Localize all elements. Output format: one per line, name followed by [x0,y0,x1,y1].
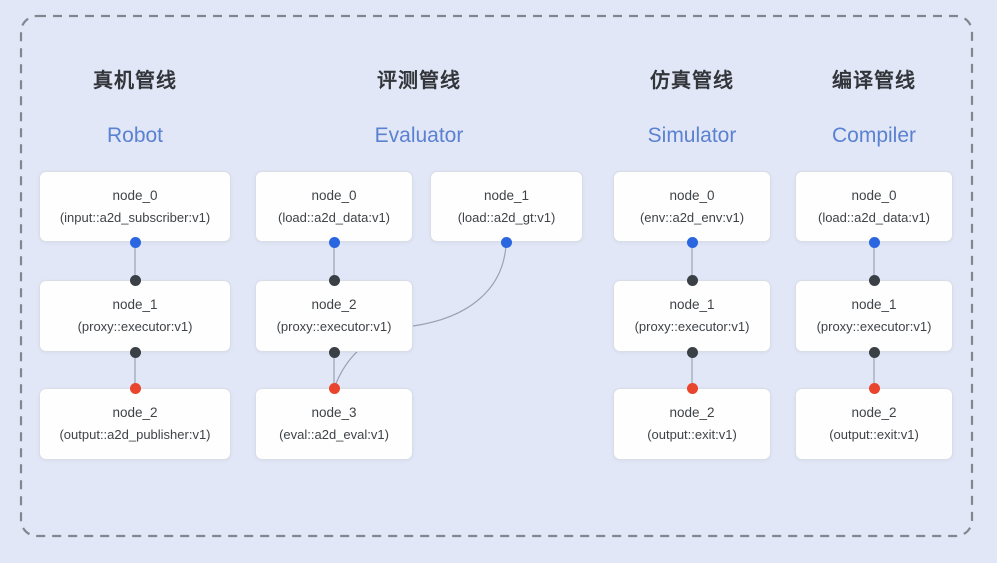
node-type: (proxy::executor:v1) [77,319,193,334]
node-card-robot-node2: node_2 (output::a2d_publisher:v1) [39,388,231,460]
node-card-simulator-node0: node_0 (env::a2d_env:v1) [613,171,771,242]
sink-port-dot [129,382,141,394]
sink-port-dot [328,382,340,394]
node-name: node_0 [851,187,897,203]
node-name: node_2 [851,405,897,420]
node-card-evaluator-node2: node_2 (proxy::executor:v1) [255,280,413,352]
node-name: node_0 [669,187,715,203]
output-port-dot [868,346,880,358]
node-type: (proxy::executor:v1) [276,319,392,334]
input-port-dot [328,274,340,286]
dashed-group-border [19,14,974,538]
node-card-simulator-node1: node_1 (proxy::executor:v1) [613,280,771,352]
output-port-dot [129,346,141,358]
node-type: (input::a2d_subscriber:v1) [59,209,211,225]
pipeline-subtitle-simulator: Simulator [647,124,737,147]
node-name: node_1 [112,297,158,312]
node-name: node_1 [669,297,715,312]
input-port-dot [868,274,880,286]
node-card-evaluator-node3: node_3 (eval::a2d_eval:v1) [255,388,413,460]
node-card-robot-node0: node_0 (input::a2d_subscriber:v1) [39,171,231,242]
node-type: (output::exit:v1) [647,427,737,442]
pipeline-title-simulator: 仿真管线 [650,70,734,92]
node-name: node_0 [311,187,357,203]
node-card-evaluator-node0: node_0 (load::a2d_data:v1) [255,171,413,242]
node-type: (eval::a2d_eval:v1) [279,427,389,442]
node-type: (output::a2d_publisher:v1) [59,427,211,442]
input-port-dot [129,274,141,286]
node-card-evaluator-node1: node_1 (load::a2d_gt:v1) [430,171,583,242]
pipeline-subtitle-compiler: Compiler [831,124,917,147]
node-type: (env::a2d_env:v1) [639,209,745,225]
node-card-compiler-node2: node_2 (output::exit:v1) [795,388,953,460]
output-port-dot [129,236,141,248]
node-type: (output::exit:v1) [829,427,919,442]
node-name: node_2 [311,297,357,312]
node-name: node_2 [112,405,158,420]
node-type: (load::a2d_data:v1) [277,209,391,225]
pipeline-subtitle-evaluator: Evaluator [374,124,464,147]
node-name: node_2 [669,405,715,420]
sink-port-dot [868,382,880,394]
node-name: node_3 [311,405,357,420]
node-card-robot-node1: node_1 (proxy::executor:v1) [39,280,231,352]
node-type: (load::a2d_data:v1) [817,209,931,225]
node-type: (load::a2d_gt:v1) [457,209,556,225]
node-card-compiler-node1: node_1 (proxy::executor:v1) [795,280,953,352]
pipeline-subtitle-robot: Robot [106,124,164,147]
node-name: node_1 [483,187,530,203]
output-port-dot [500,236,512,248]
pipeline-title-evaluator: 评测管线 [377,70,461,92]
pipeline-title-robot: 真机管线 [93,70,177,92]
output-port-dot [686,346,698,358]
pipeline-title-compiler: 编译管线 [832,70,916,92]
output-port-dot [328,346,340,358]
node-name: node_0 [112,187,158,203]
sink-port-dot [686,382,698,394]
node-type: (proxy::executor:v1) [634,319,750,334]
output-port-dot [686,236,698,248]
output-port-dot [868,236,880,248]
edge-evaluator-n1-n3-curve [334,244,507,387]
node-name: node_1 [851,297,897,312]
input-port-dot [686,274,698,286]
output-port-dot [328,236,340,248]
node-card-simulator-node2: node_2 (output::exit:v1) [613,388,771,460]
node-type: (proxy::executor:v1) [816,319,932,334]
node-card-compiler-node0: node_0 (load::a2d_data:v1) [795,171,953,242]
